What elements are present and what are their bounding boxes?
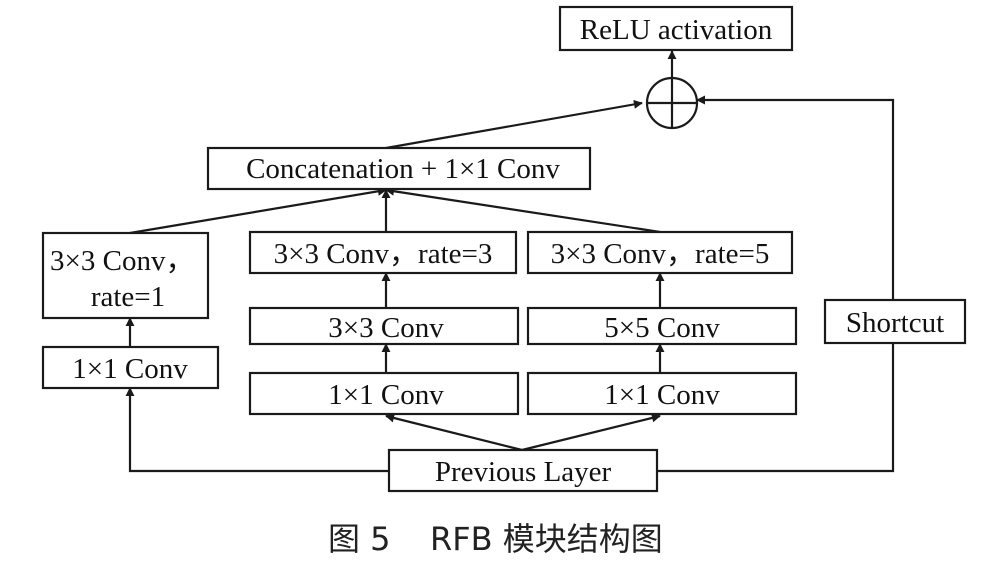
node-branch3-conv1x1: 1×1 Conv bbox=[526, 371, 798, 416]
node-shortcut: Shortcut bbox=[823, 298, 967, 345]
branch2-conv3x3-label: 3×3 Conv bbox=[328, 312, 444, 344]
node-previous-layer: Previous Layer bbox=[387, 448, 659, 493]
node-relu: ReLU activation bbox=[558, 5, 794, 52]
arrow-prev-to-branch2-conv1x1 bbox=[385, 413, 523, 452]
branch1-dilated-label-line1: 3×3 Conv， bbox=[50, 245, 194, 277]
arrow-prev-to-branch3-conv1x1 bbox=[521, 413, 661, 452]
arrow-branch1-to-concat bbox=[129, 186, 387, 235]
node-concat: Concatenation + 1×1 Conv bbox=[206, 146, 592, 191]
add-operator bbox=[645, 76, 699, 130]
figure-title: RFB 模块结构图 bbox=[430, 520, 663, 558]
node-branch1-dilated: 3×3 Conv， rate=1 bbox=[41, 231, 210, 320]
shortcut-label: Shortcut bbox=[846, 307, 944, 339]
branch3-dilated-label: 3×3 Conv，rate=5 bbox=[551, 238, 770, 270]
concat-label: Concatenation + 1×1 Conv bbox=[246, 153, 560, 185]
node-branch2-conv3x3: 3×3 Conv bbox=[248, 306, 520, 346]
branch3-conv1x1-label: 1×1 Conv bbox=[604, 379, 720, 411]
branch2-dilated-label: 3×3 Conv，rate=3 bbox=[274, 238, 493, 270]
branch3-conv5x5-label: 5×5 Conv bbox=[604, 312, 720, 344]
node-branch2-conv1x1: 1×1 Conv bbox=[248, 371, 520, 416]
previous-layer-label: Previous Layer bbox=[435, 456, 612, 488]
figure-caption: 图 5 RFB 模块结构图 bbox=[328, 520, 663, 558]
arrow-branch3-to-concat bbox=[385, 186, 661, 234]
node-branch3-dilated: 3×3 Conv，rate=5 bbox=[526, 230, 794, 275]
arrow-prev-to-shortcut bbox=[657, 95, 895, 473]
branch1-conv1x1-label: 1×1 Conv bbox=[72, 353, 188, 385]
node-branch2-dilated: 3×3 Conv，rate=3 bbox=[248, 230, 518, 275]
arrow-prev-to-branch1-conv1x1 bbox=[125, 387, 389, 473]
branch1-dilated-label-line2: rate=1 bbox=[91, 281, 165, 313]
node-branch3-conv5x5: 5×5 Conv bbox=[526, 306, 798, 346]
node-branch1-conv1x1: 1×1 Conv bbox=[41, 345, 220, 390]
connectors bbox=[125, 50, 895, 473]
branch2-conv1x1-label: 1×1 Conv bbox=[328, 379, 444, 411]
arrow-concat-to-add bbox=[385, 99, 643, 150]
relu-label: ReLU activation bbox=[580, 14, 773, 46]
figure-number: 图 5 bbox=[328, 520, 391, 558]
